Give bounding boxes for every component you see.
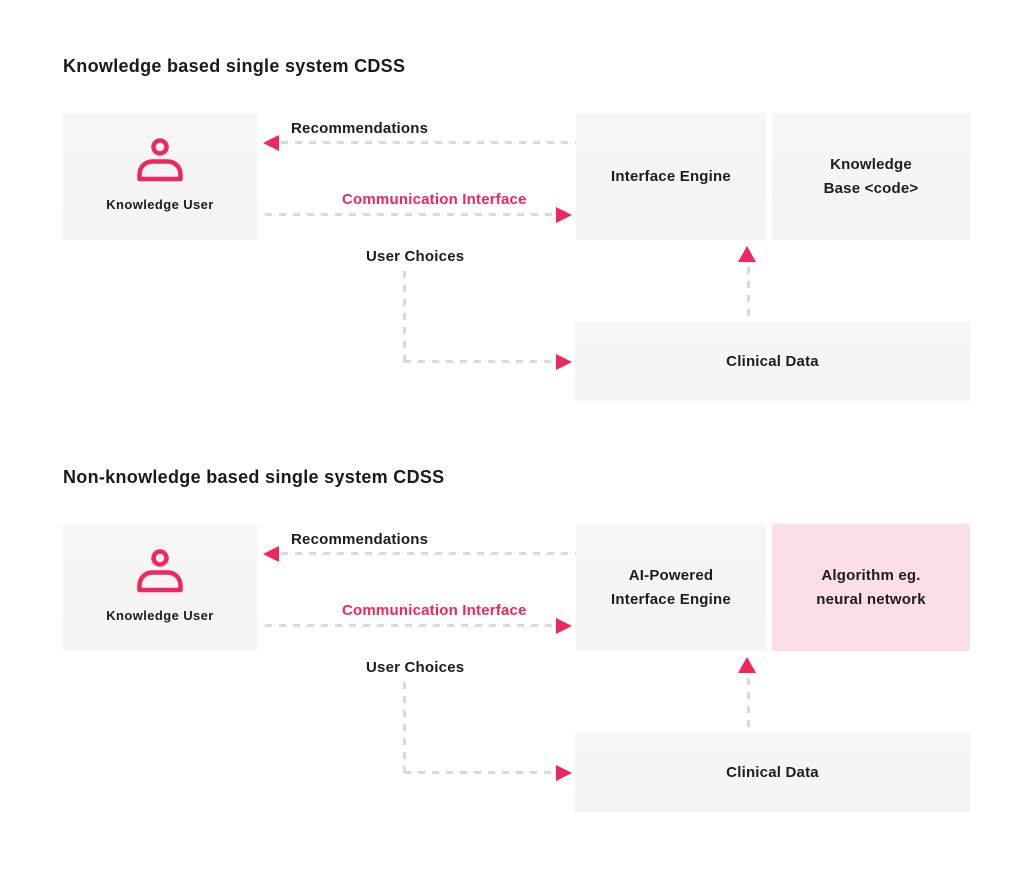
clinical-data-label: Clinical Data — [726, 352, 819, 370]
user-choices-vertical-dashed-line — [403, 682, 406, 773]
arrowhead-up-icon — [738, 246, 756, 262]
arrowhead-right-icon — [556, 207, 572, 223]
clinical-data-label: Clinical Data — [726, 763, 819, 781]
knowledge-user-box: Knowledge User — [63, 113, 257, 240]
ai-powered-interface-engine-label: AI-Powered Interface Engine — [611, 567, 731, 608]
knowledge-user-label: Knowledge User — [106, 196, 214, 212]
algorithm-neural-network-label: Algorithm eg. neural network — [816, 567, 926, 608]
communication-interface-label: Communication Interface — [342, 191, 527, 208]
communication-dashed-line — [265, 624, 557, 627]
arrowhead-right-icon — [556, 618, 572, 634]
user-choices-label: User Choices — [366, 659, 465, 676]
user-choices-horizontal-dashed-line — [404, 360, 556, 363]
user-icon — [137, 549, 183, 593]
clinical-to-engine-dashed-line — [747, 267, 750, 318]
recommendations-dashed-line — [281, 141, 576, 144]
arrowhead-right-icon — [556, 765, 572, 781]
section-title: Non-knowledge based single system CDSS — [63, 467, 445, 487]
arrowhead-left-icon — [263, 135, 279, 151]
knowledge-base-label: Knowledge Base <code> — [823, 156, 919, 197]
recommendations-dashed-line — [281, 552, 576, 555]
user-choices-vertical-dashed-line — [403, 271, 406, 362]
interface-engine-label: Interface Engine — [611, 167, 731, 185]
user-icon — [137, 138, 183, 182]
recommendations-label: Recommendations — [291, 120, 429, 137]
knowledge-based-section: Knowledge based single system CDSS Knowl… — [0, 0, 1024, 411]
clinical-to-engine-dashed-line — [747, 678, 750, 729]
communication-interface-label: Communication Interface — [342, 602, 527, 619]
section-title: Knowledge based single system CDSS — [63, 56, 406, 76]
knowledge-base-box: Knowledge Base <code> — [772, 113, 970, 240]
knowledge-user-label: Knowledge User — [106, 607, 214, 623]
knowledge-user-box: Knowledge User — [63, 524, 257, 651]
clinical-data-box: Clinical Data — [575, 733, 970, 812]
arrowhead-up-icon — [738, 657, 756, 673]
user-choices-label: User Choices — [366, 248, 465, 265]
communication-dashed-line — [265, 213, 557, 216]
arrowhead-left-icon — [263, 546, 279, 562]
recommendations-label: Recommendations — [291, 531, 429, 548]
non-knowledge-based-section: Non-knowledge based single system CDSS K… — [0, 411, 1024, 869]
user-choices-horizontal-dashed-line — [404, 771, 556, 774]
clinical-data-box: Clinical Data — [575, 322, 970, 401]
interface-engine-box: Interface Engine — [576, 113, 766, 240]
ai-powered-interface-engine-box: AI-Powered Interface Engine — [576, 524, 766, 651]
arrowhead-right-icon — [556, 354, 572, 370]
algorithm-neural-network-box: Algorithm eg. neural network — [772, 524, 970, 651]
